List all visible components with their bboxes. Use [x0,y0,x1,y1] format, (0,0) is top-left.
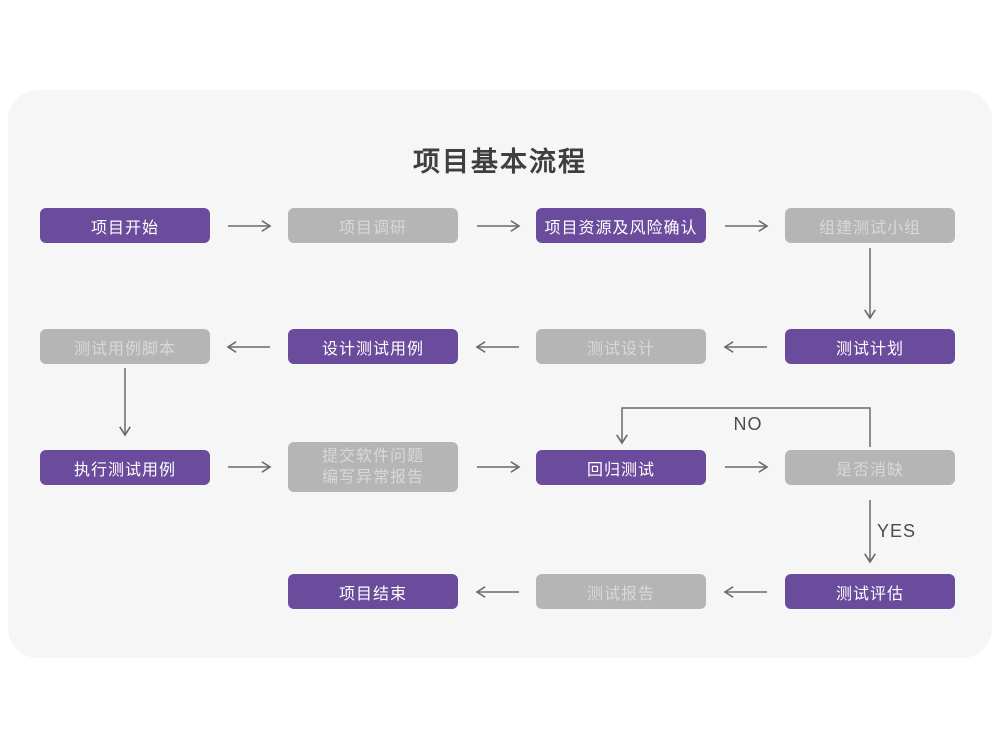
node-build-test-team: 组建测试小组 [785,208,955,243]
node-design-test-case: 设计测试用例 [288,329,458,364]
node-regression-test: 回归测试 [536,450,706,485]
node-submit-issue-report: 提交软件问题 编写异常报告 [288,442,458,492]
node-project-end: 项目结束 [288,574,458,609]
node-resources-risk: 项目资源及风险确认 [536,208,706,243]
node-defect-cleared: 是否消缺 [785,450,955,485]
page-title: 项目基本流程 [413,147,587,177]
node-test-report: 测试报告 [536,574,706,609]
flowchart-card [8,90,992,658]
edge-label-yes: YES [877,521,917,541]
node-test-design: 测试设计 [536,329,706,364]
node-test-case-script: 测试用例脚本 [40,329,210,364]
node-line-1: 提交软件问题 [321,448,424,465]
node-line-2: 编写异常报告 [321,469,424,486]
node-project-research: 项目调研 [288,208,458,243]
node-project-start: 项目开始 [40,208,210,243]
edge-label-no: NO [733,414,763,434]
node-execute-test-case: 执行测试用例 [40,450,210,485]
node-test-plan: 测试计划 [785,329,955,364]
node-test-evaluation: 测试评估 [785,574,955,609]
